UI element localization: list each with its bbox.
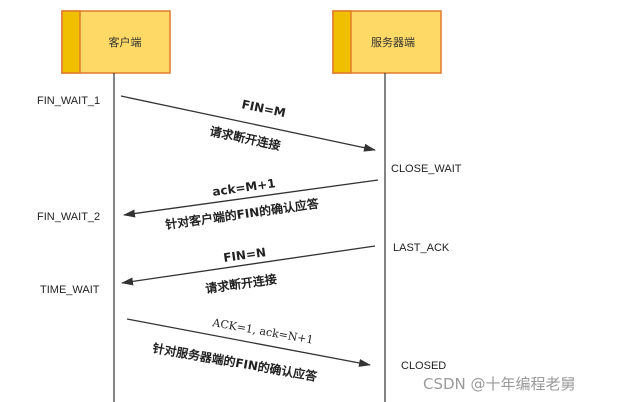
server-participant: 服务器端 [332,10,442,74]
label-fin-m: FIN=M [240,97,287,120]
server-state-last-ack: LAST_ACK [393,242,450,254]
arrow-fin-n [121,245,376,286]
client-box-band [61,10,81,74]
server-label: 服务器端 [371,36,415,49]
client-state-fin-wait-2: FIN_WAIT_2 [37,211,100,223]
desc-ack-m1: 针对客户端的FIN的确认应答 [164,195,320,232]
message-fin-m: FIN=M 请求断开连接 [120,95,376,153]
desc-fin-n: 请求断开连接 [204,271,277,296]
message-ack-m1: ack=M+1 针对客户端的FIN的确认应答 [123,176,379,232]
server-box-band [332,10,352,74]
server-state-close-wait: CLOSE_WAIT [391,163,462,175]
desc-ack-n1: 针对服务器端的FIN的确认应答 [151,340,319,384]
client-participant: 客户端 [61,10,171,74]
server-state-closed: CLOSED [401,360,446,372]
client-state-time-wait: TIME_WAIT [40,284,100,296]
message-fin-n: FIN=N 请求断开连接 [121,245,376,296]
message-ack-n1: ACK=1, ack=N+1 针对服务器端的FIN的确认应答 [126,316,371,384]
arrow-ack-m1 [123,179,379,218]
watermark: CSDN @十年编程老舅 [423,375,576,393]
client-label: 客户端 [109,35,142,49]
label-ack-n1: ACK=1, ack=N+1 [210,316,314,347]
arrow-fin-m [120,95,376,152]
arrow-ack-n1 [126,318,371,367]
client-state-fin-wait-1: FIN_WAIT_1 [37,95,100,107]
label-fin-n: FIN=N [222,245,266,265]
